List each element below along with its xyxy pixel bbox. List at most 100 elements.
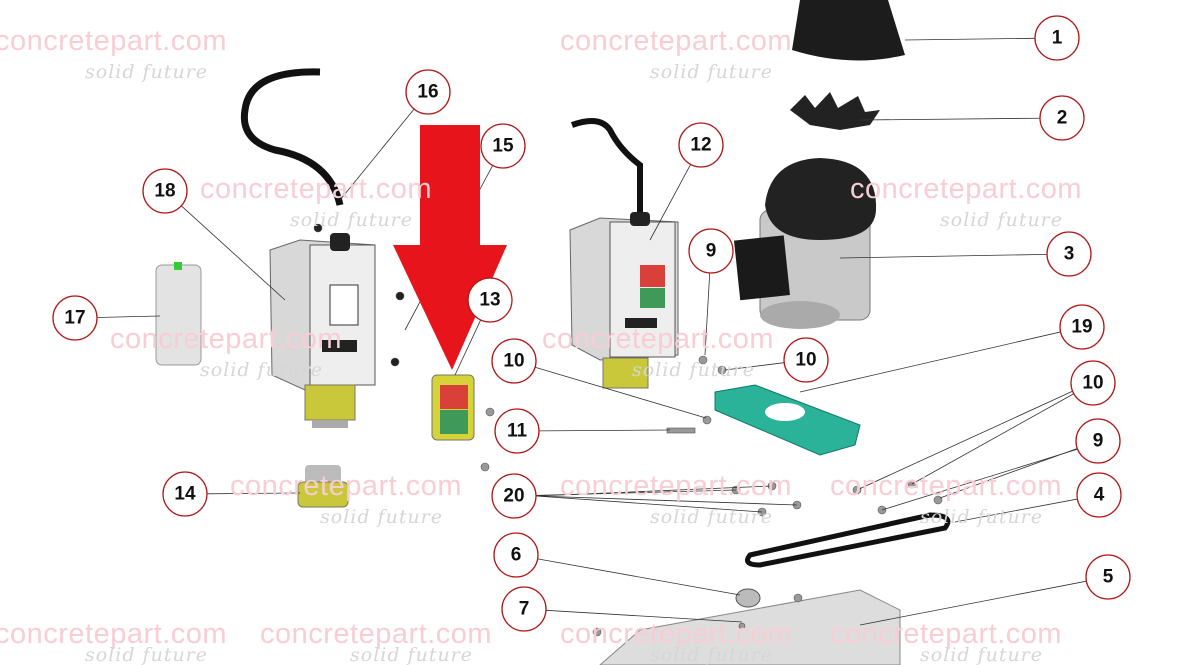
part-6-pulley [735, 588, 761, 608]
part-14-cable-gland [297, 465, 349, 508]
part-19-motor-plate [714, 384, 861, 456]
callout-16[interactable]: 16 [405, 69, 451, 115]
callout-number: 10 [1082, 373, 1103, 394]
callout-circle [1034, 15, 1080, 61]
callout-number: 9 [1093, 431, 1104, 452]
callout-15[interactable]: 15 [480, 123, 526, 169]
callout-number: 10 [503, 351, 524, 372]
callout-number: 13 [479, 290, 500, 311]
watermark-tagline: solid future [920, 506, 1043, 528]
callout-10[interactable]: 10 [783, 337, 829, 383]
watermark-tagline: solid future [632, 359, 755, 381]
watermark-brand: concretepart.com [260, 618, 492, 650]
watermark-tagline: solid future [320, 506, 443, 528]
callout-circle [467, 277, 513, 323]
leader-line [859, 117, 1041, 121]
callout-14[interactable]: 14 [162, 471, 208, 517]
callout-circle [480, 123, 526, 169]
leader-line [704, 272, 711, 356]
callout-10[interactable]: 10 [1070, 360, 1116, 406]
watermark-tagline: solid future [940, 209, 1063, 231]
callout-number: 20 [503, 486, 524, 507]
leader-line [454, 319, 482, 376]
leader-line [538, 429, 671, 432]
part-16-cable [240, 68, 344, 206]
callout-circle [405, 69, 451, 115]
callout-9[interactable]: 9 [688, 228, 734, 274]
callout-5[interactable]: 5 [1085, 554, 1131, 600]
leader-line [954, 498, 1078, 523]
callout-circle [142, 168, 188, 214]
callout-circle [491, 473, 537, 519]
watermark-brand: concretepart.com [542, 323, 774, 355]
leader-line [911, 393, 1074, 485]
callout-circle [1085, 554, 1131, 600]
watermark-tagline: solid future [290, 209, 413, 231]
part-2-fan [790, 92, 880, 130]
callout-circle [1046, 231, 1092, 277]
part-18-switch-box [269, 233, 376, 428]
callout-1[interactable]: 1 [1034, 15, 1080, 61]
part-4-belt [745, 512, 951, 568]
callout-19[interactable]: 19 [1059, 304, 1105, 350]
callout-number: 9 [706, 241, 717, 262]
callout-number: 1 [1052, 28, 1063, 49]
callout-number: 2 [1057, 108, 1068, 129]
callout-number: 17 [64, 308, 85, 329]
callout-3[interactable]: 3 [1046, 231, 1092, 277]
callout-circle [1039, 95, 1085, 141]
callout-circle [52, 295, 98, 341]
leader-line [881, 448, 1079, 511]
callout-circle [1059, 304, 1105, 350]
callout-12[interactable]: 12 [678, 122, 724, 168]
leader-line [534, 366, 707, 419]
watermark-tagline: solid future [85, 644, 208, 665]
callout-number: 4 [1094, 485, 1105, 506]
callout-13[interactable]: 13 [467, 277, 513, 323]
watermark-brand: concretepart.com [560, 25, 792, 57]
watermark-tagline: solid future [650, 644, 773, 665]
leader-line [545, 609, 743, 623]
callout-10[interactable]: 10 [491, 338, 537, 384]
leader-line [649, 164, 691, 241]
callout-circle [1075, 418, 1121, 464]
watermark-tagline: solid future [920, 644, 1043, 665]
callout-4[interactable]: 4 [1076, 472, 1122, 518]
callout-number: 18 [154, 181, 175, 202]
part-13-switch [431, 374, 475, 441]
callout-20[interactable]: 20 [491, 473, 537, 519]
callout-number: 19 [1071, 317, 1092, 338]
watermark-tagline: solid future [650, 61, 773, 83]
part-5-base [599, 589, 901, 665]
part-3-motor [733, 158, 877, 329]
callout-circle [783, 337, 829, 383]
watermark-tagline: solid future [85, 61, 208, 83]
callout-11[interactable]: 11 [494, 408, 540, 454]
callout-number: 15 [492, 136, 514, 157]
callout-6[interactable]: 6 [493, 532, 539, 578]
leader-line [839, 253, 1048, 259]
watermark-tagline: solid future [350, 644, 473, 665]
callout-number: 14 [174, 484, 196, 505]
watermark-brand: concretepart.com [850, 173, 1082, 205]
callout-18[interactable]: 18 [142, 168, 188, 214]
callout-number: 12 [690, 135, 711, 156]
leader-lines [96, 37, 1087, 626]
leader-line [859, 580, 1087, 626]
callout-number: 10 [795, 350, 816, 371]
callout-circle [688, 228, 734, 274]
callout-9[interactable]: 9 [1075, 418, 1121, 464]
callout-number: 5 [1103, 567, 1114, 588]
watermark-tagline: solid future [200, 359, 323, 381]
leader-line [537, 558, 741, 596]
callout-2[interactable]: 2 [1039, 95, 1085, 141]
leader-line [181, 205, 286, 301]
callout-circle [1076, 472, 1122, 518]
part-17-capacitor [155, 262, 202, 366]
callout-7[interactable]: 7 [501, 586, 547, 632]
callout-number: 16 [417, 82, 438, 103]
leader-line [535, 495, 798, 506]
callout-17[interactable]: 17 [52, 295, 98, 341]
